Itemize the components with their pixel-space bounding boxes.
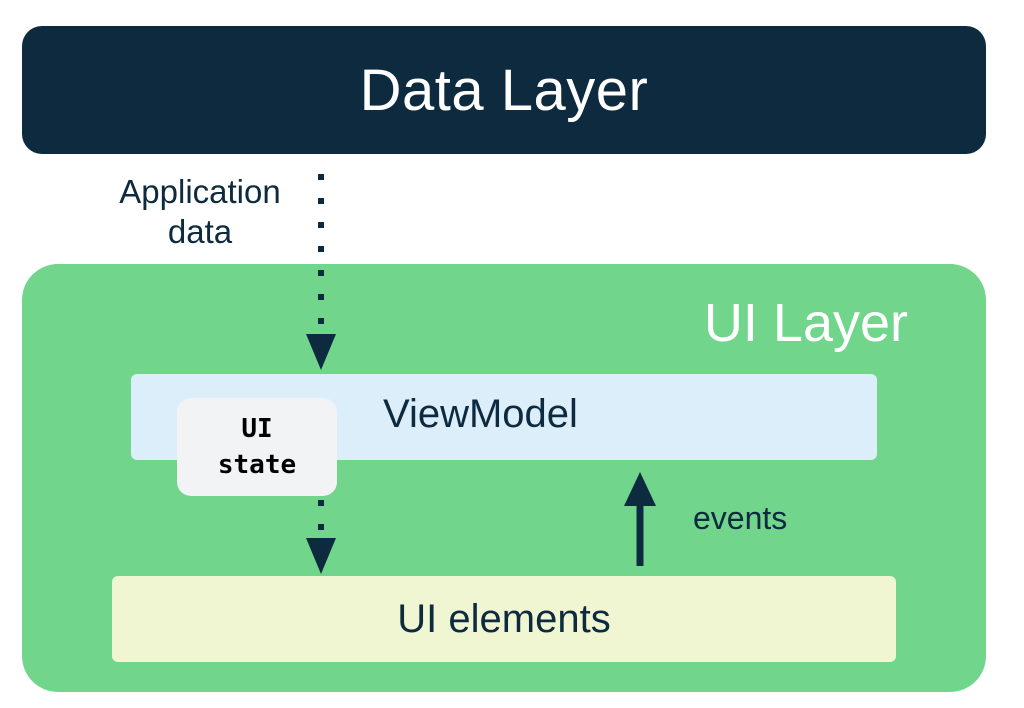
ui-state-label-line1: UI [241,414,273,444]
application-data-label-line2: data [167,213,233,250]
data-layer-title: Data Layer [359,57,649,123]
application-data-label: Application data [100,172,300,252]
application-data-label-line1: Application [119,173,281,210]
data-layer-box: Data Layer [22,26,986,154]
ui-elements-label: UI elements [397,596,611,641]
ui-state-label-line2: state [217,450,297,480]
ui-state-box: UI state [177,398,337,496]
ui-elements-box: UI elements [112,576,896,662]
ui-layer-title: UI Layer [703,293,908,353]
viewmodel-label: ViewModel [383,392,578,436]
events-label: events [693,500,788,536]
